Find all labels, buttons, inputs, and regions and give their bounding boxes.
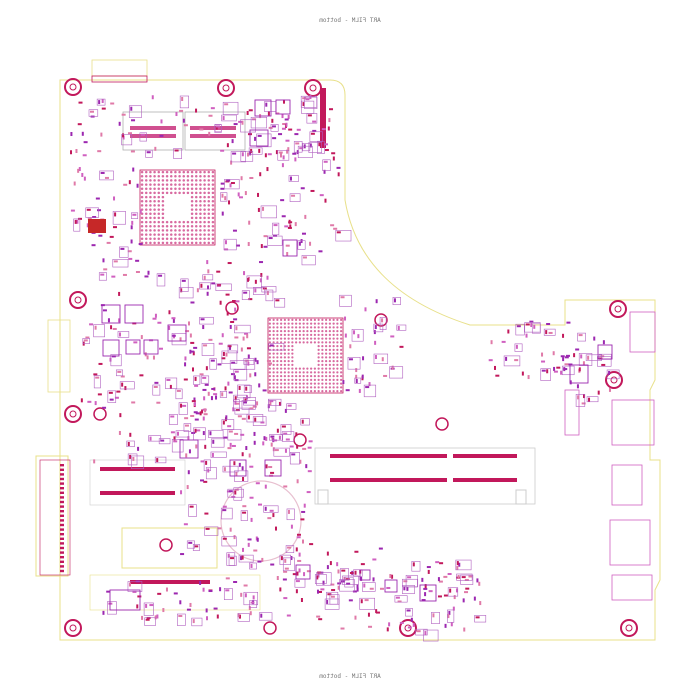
bga-chip-graphics — [139, 169, 216, 246]
mount-hole-4 — [69, 291, 87, 309]
mount-hole-5 — [64, 405, 82, 423]
left-connector-outline — [47, 319, 71, 393]
mount-hole-1 — [64, 78, 82, 96]
left-edge-connector — [39, 459, 71, 576]
bottom-caption: ART FILM - bottom — [319, 673, 381, 680]
top-edge-connector — [91, 59, 148, 83]
bga-chip-cpu — [267, 317, 344, 394]
mount-hole-17 — [159, 538, 173, 552]
component-keepout — [121, 527, 218, 569]
mount-hole-11 — [609, 300, 627, 318]
mount-hole-10 — [374, 313, 388, 327]
top-caption: ART FILM - bottom — [319, 17, 381, 24]
memory-slots-main — [314, 447, 536, 505]
lower-left-connectors — [89, 459, 186, 506]
mount-hole-6 — [93, 407, 107, 421]
component-outlines — [73, 95, 620, 642]
red-chip — [88, 219, 106, 233]
mount-hole-3 — [304, 79, 322, 97]
mount-hole-15 — [620, 619, 638, 637]
board-outline — [59, 79, 661, 641]
mount-hole-8 — [435, 417, 449, 431]
mount-hole-16 — [263, 621, 277, 635]
top-right-strip — [320, 88, 326, 148]
mount-hole-9 — [225, 301, 239, 315]
mount-hole-2 — [217, 79, 235, 97]
mount-hole-12 — [605, 371, 623, 389]
right-side-connectors — [564, 311, 656, 601]
bottom-connector — [89, 574, 261, 611]
mounting-holes — [64, 78, 638, 637]
coin-battery-outline — [220, 480, 302, 562]
mount-hole-13 — [64, 619, 82, 637]
left-notch — [35, 455, 69, 577]
memory-connectors-top — [122, 111, 246, 151]
